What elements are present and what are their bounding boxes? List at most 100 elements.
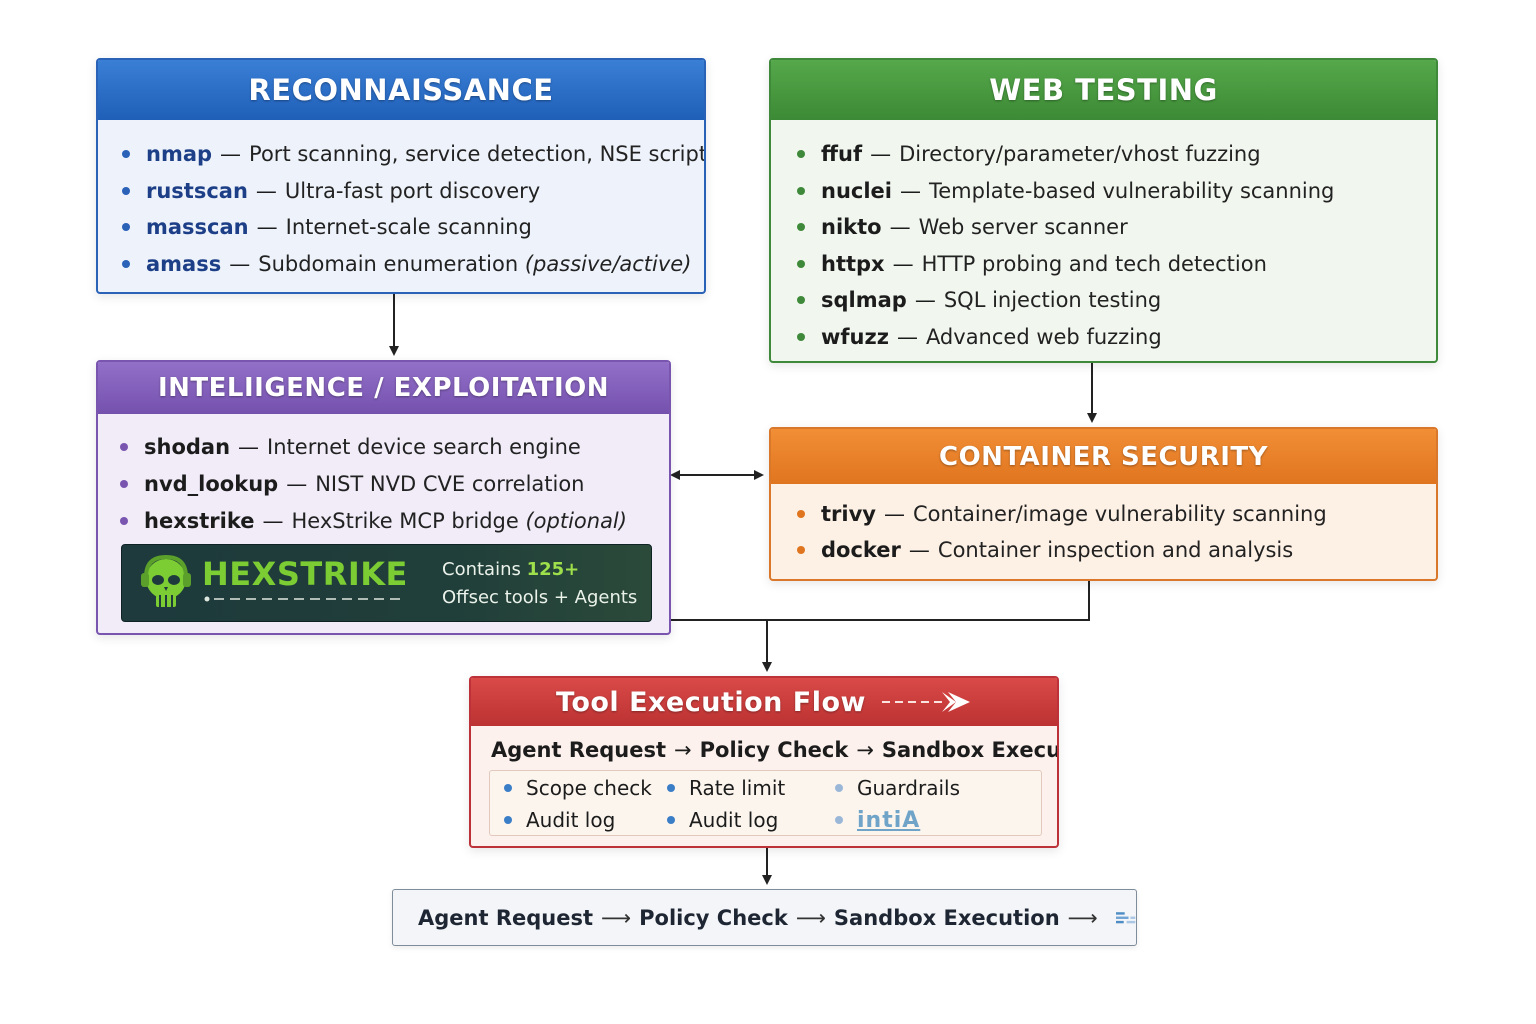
- tool-description-note: (optional): [525, 508, 627, 533]
- web-testing-box: WEB TESTING ffuf — Directory/parameter/v…: [769, 58, 1438, 363]
- arrow-icon: →: [856, 738, 874, 762]
- separator: —: [883, 502, 905, 526]
- separator: —: [896, 324, 918, 349]
- arrow-icon: ⟶: [795, 905, 826, 930]
- arrow-icon: ⟶: [601, 905, 632, 930]
- tool-name: ffuf: [821, 142, 863, 167]
- arrow-icon: →: [674, 738, 692, 762]
- separator: —: [900, 178, 921, 203]
- tool-description: NIST NVD CVE correlation: [315, 471, 585, 496]
- check-item: Scope check: [504, 773, 652, 803]
- tool-description: Internet-scale scanning: [285, 215, 532, 240]
- container-security-box: CONTAINER SECURITY trivy — Container/ima…: [769, 427, 1438, 581]
- tool-description: Web server scanner: [918, 215, 1128, 240]
- check-label: Audit log: [526, 808, 616, 832]
- tool-description: HexStrike MCP bridge (optional): [291, 509, 626, 533]
- reconnaissance-tool-list: nmap — Port scanning, service detection,…: [98, 120, 704, 282]
- summary-step-sandbox-execution: Sandbox Execution: [833, 905, 1060, 930]
- tool-execution-flow-header: Tool Execution Flow: [471, 678, 1057, 726]
- separator: —: [229, 251, 251, 276]
- list-item: docker — Container inspection and analys…: [797, 532, 1436, 568]
- banner-line-1-prefix: Contains: [442, 559, 527, 580]
- list-item: hexstrike — HexStrike MCP bridge (option…: [120, 502, 669, 539]
- arrow-right-icon: [882, 692, 970, 712]
- web-testing-header: WEB TESTING: [771, 60, 1436, 120]
- bullet-icon: [122, 186, 130, 195]
- separator: —: [908, 538, 930, 562]
- container-security-header: CONTAINER SECURITY: [771, 429, 1436, 484]
- separator: —: [286, 471, 308, 496]
- arrow-icon: ⟶: [1067, 905, 1098, 930]
- bullet-icon: [667, 784, 675, 792]
- tool-description: HTTP probing and tech detection: [921, 251, 1267, 276]
- tool-name: nvd_lookup: [144, 471, 279, 496]
- reconnaissance-box: RECONNAISSANCE nmap — Port scanning, ser…: [96, 58, 706, 294]
- list-item: ffuf — Directory/parameter/vhost fuzzing: [797, 136, 1436, 173]
- intelligence-tool-list: shodan — Internet device search engine n…: [98, 414, 669, 539]
- bullet-icon: [835, 816, 843, 824]
- tool-name: shodan: [144, 434, 231, 459]
- check-label: Guardrails: [857, 776, 961, 800]
- list-item: httpx — HTTP probing and tech detection: [797, 246, 1436, 283]
- tool-description-note: (passive/active): [524, 251, 692, 276]
- tool-description: Port scanning, service detection, NSE sc…: [249, 142, 706, 167]
- hexstrike-banner: HEXSTRIKE Contains 125+ Offsec tools + A…: [121, 544, 652, 622]
- hexstrike-banner-text: Contains 125+ Offsec tools + Agents: [442, 556, 637, 612]
- separator: —: [262, 508, 284, 533]
- tool-name: sqlmap: [821, 288, 907, 313]
- banner-tool-count: 125+: [526, 559, 580, 580]
- log-lines-icon: [1115, 911, 1136, 923]
- separator: —: [220, 142, 242, 167]
- list-item: amass — Subdomain enumeration (passive/a…: [122, 246, 704, 283]
- check-label: Scope check: [526, 776, 652, 800]
- list-item: nikto — Web server scanner: [797, 209, 1436, 246]
- summary-step-agent-request: Agent Request: [418, 905, 594, 930]
- tool-description: Container/image vulnerability scanning: [912, 502, 1327, 526]
- list-item: sqlmap — SQL injection testing: [797, 282, 1436, 319]
- bullet-icon: [122, 259, 130, 268]
- separator: —: [892, 251, 914, 276]
- tool-name: nmap: [146, 142, 213, 167]
- separator: —: [238, 434, 260, 459]
- reconnaissance-header: RECONNAISSANCE: [98, 60, 704, 120]
- flow-step-policy-check: Policy Check: [699, 738, 849, 762]
- tool-description: Internet device search engine: [267, 434, 581, 459]
- flow-step-agent-request: Agent Request: [491, 738, 667, 762]
- tool-description: Directory/parameter/vhost fuzzing: [899, 142, 1261, 167]
- tool-name: trivy: [821, 502, 876, 526]
- check-label: Audit log: [689, 808, 779, 832]
- container-tool-list: trivy — Container/image vulnerability sc…: [771, 484, 1436, 568]
- intia-logo-glyph: intiA: [857, 807, 921, 833]
- flow-checks-grid: Scope check Rate limit Guardrails Audit …: [489, 770, 1042, 836]
- separator: —: [870, 142, 892, 167]
- tool-name: nikto: [821, 215, 882, 240]
- tool-name: docker: [821, 538, 901, 562]
- tool-name: rustscan: [146, 178, 248, 203]
- bullet-icon: [797, 296, 805, 305]
- tool-description: Advanced web fuzzing: [925, 324, 1162, 349]
- flow-step-line: Agent Request→Policy Check→Sandbox Execu…: [491, 738, 1057, 762]
- bullet-icon: [835, 784, 843, 792]
- tool-description-main: Subdomain enumeration: [258, 251, 525, 276]
- list-item: shodan — Internet device search engine: [120, 428, 669, 465]
- hexstrike-logo-text: HEXSTRIKE: [202, 555, 408, 593]
- tool-name: amass: [146, 251, 222, 276]
- tool-name: httpx: [821, 251, 885, 276]
- check-item: Audit log: [667, 805, 778, 835]
- check-item: intiA: [835, 805, 920, 835]
- tool-description: Subdomain enumeration (passive/active): [258, 252, 691, 276]
- tool-description: Container inspection and analysis: [937, 538, 1294, 562]
- bullet-icon: [797, 332, 805, 341]
- banner-line-2: Offsec tools + Agents: [442, 587, 638, 608]
- circuit-line-icon: [204, 596, 404, 602]
- separator: —: [255, 178, 277, 203]
- bullet-icon: [122, 223, 130, 232]
- bullet-icon: [797, 546, 805, 554]
- bullet-icon: [122, 150, 130, 159]
- tool-name: masscan: [146, 215, 249, 240]
- check-label: Rate limit: [689, 776, 786, 800]
- intelligence-exploitation-box: INTELIIGENCE / EXPLOITATION shodan — Int…: [96, 360, 671, 635]
- list-item: trivy — Container/image vulnerability sc…: [797, 496, 1436, 532]
- tool-execution-flow-box: Tool Execution Flow Agent Request → Policy…: [469, 676, 1059, 848]
